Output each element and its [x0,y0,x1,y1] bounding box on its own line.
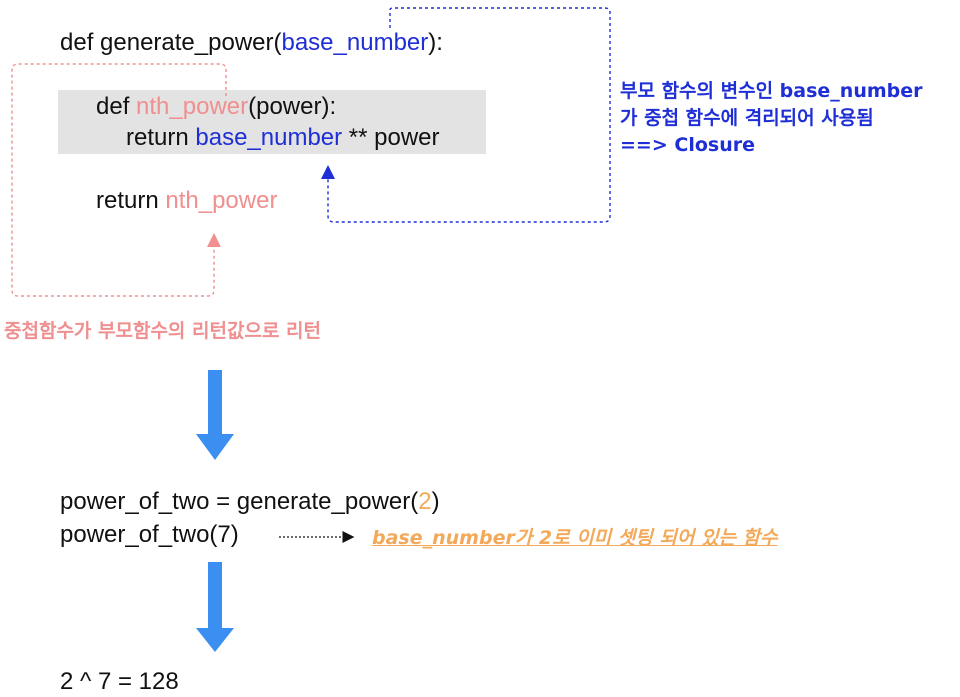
nested-function-highlight [58,90,486,154]
code-text: power_of_two = generate_power( [60,488,419,515]
code-text: return [126,124,196,151]
closure-annotation-line: ==> Closure [620,134,755,156]
return-annotation: 중첩함수가 부모함수의 리턴값으로 리턴 [4,320,322,342]
param-base-number: base_number [281,29,429,56]
code-text: ) [431,488,440,515]
code-text: return [96,187,166,214]
closure-annotation: 부모 함수의 변수인 base_number 가 중첩 함수에 격리되어 사용됨… [620,78,923,159]
down-arrow-icon [196,562,234,652]
closure-connector-line [321,7,611,223]
code-text: ): [428,29,443,56]
code-line-call: power_of_two(7) [60,521,239,548]
code-line-def-nth-power: def nth_power(power): [96,92,336,122]
closure-annotation-line: 부모 함수의 변수인 base_number [620,80,923,102]
arg-two: 2 [418,488,432,515]
code-line-return-nth-power: return nth_power [96,186,277,216]
return-nth-power: nth_power [165,187,278,214]
preset-annotation: base_number가 2로 이미 셋팅 되어 있는 함수 [372,527,778,549]
code-text: def generate_power( [60,29,282,56]
down-arrow-icon [196,370,234,460]
code-text: def [96,93,137,120]
return-connector-line [11,63,227,297]
var-base-number: base_number [195,124,343,151]
code-line-def-generate-power: def generate_power(base_number): [60,28,443,58]
code-line-return-power: return base_number ** power [126,123,440,153]
code-line-assign: power_of_two = generate_power(2) [60,487,440,517]
code-text: ** power [342,124,440,151]
result-text: 2 ^ 7 = 128 [60,668,179,695]
func-nth-power: nth_power [136,93,249,120]
closure-annotation-line: 가 중첩 함수에 격리되어 사용됨 [620,107,874,129]
code-text: (power): [248,93,337,120]
